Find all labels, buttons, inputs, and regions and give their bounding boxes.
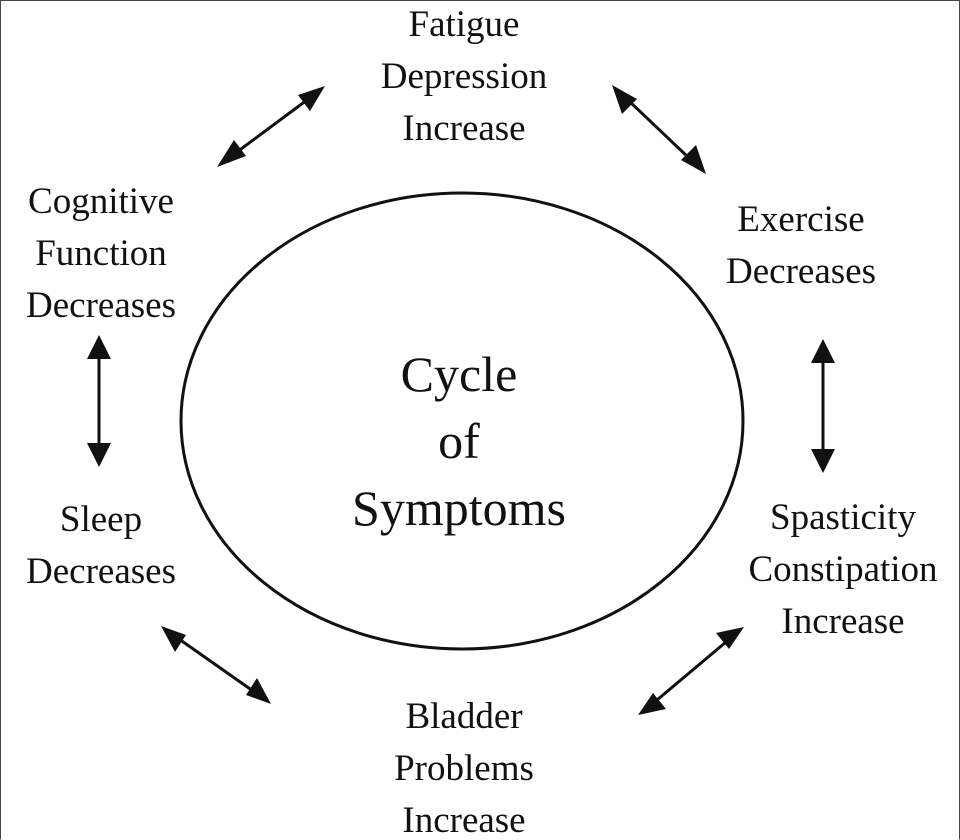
arrow-exercise-spasticity [811, 339, 835, 473]
arrow-cognitive-fatigue [217, 86, 325, 167]
node-top-left-line-3: Decreases [26, 285, 176, 326]
node-top-left-line-1: Cognitive [28, 181, 174, 222]
arrow-bladder-sleep [161, 626, 271, 704]
node-top-left-line-2: Function [35, 233, 167, 274]
node-bottom-line-3: Increase [402, 800, 526, 840]
node-bladder-problems: Bladder Problems Increase [394, 691, 534, 840]
node-top-line-3: Increase [402, 108, 526, 149]
arrow-fatigue-exercise [612, 85, 706, 174]
node-sleep: Sleep Decreases [26, 494, 176, 598]
node-bottom-line-1: Bladder [405, 696, 523, 737]
arrow-spasticity-bladder [638, 627, 744, 715]
arrow-sleep-cognitive [87, 335, 111, 467]
node-top-right-line-2: Decreases [726, 251, 876, 292]
node-spasticity-constipation: Spasticity Constipation Increase [748, 492, 937, 648]
node-bottom-line-2: Problems [394, 748, 534, 789]
center-ellipse [179, 191, 745, 651]
center-line-1: Cycle [400, 346, 518, 402]
node-fatigue-depression: Fatigue Depression Increase [380, 1, 548, 155]
node-bottom-left-line-1: Sleep [59, 499, 143, 540]
center-line-3: Symptoms [352, 480, 566, 536]
node-exercise: Exercise Decreases [726, 194, 876, 298]
node-bottom-right-line-2: Constipation [748, 549, 938, 590]
node-top-right-line-1: Exercise [737, 199, 865, 240]
center-label: Cycle of Symptoms [352, 341, 566, 542]
node-bottom-right-line-1: Spasticity [770, 497, 916, 538]
node-top-line-1: Fatigue [408, 4, 520, 45]
node-top-line-2: Depression [380, 56, 548, 97]
node-bottom-right-line-3: Increase [781, 601, 905, 642]
node-cognitive-function: Cognitive Function Decreases [26, 176, 176, 332]
center-line-2: of [438, 413, 480, 469]
node-bottom-left-line-2: Decreases [26, 551, 176, 592]
